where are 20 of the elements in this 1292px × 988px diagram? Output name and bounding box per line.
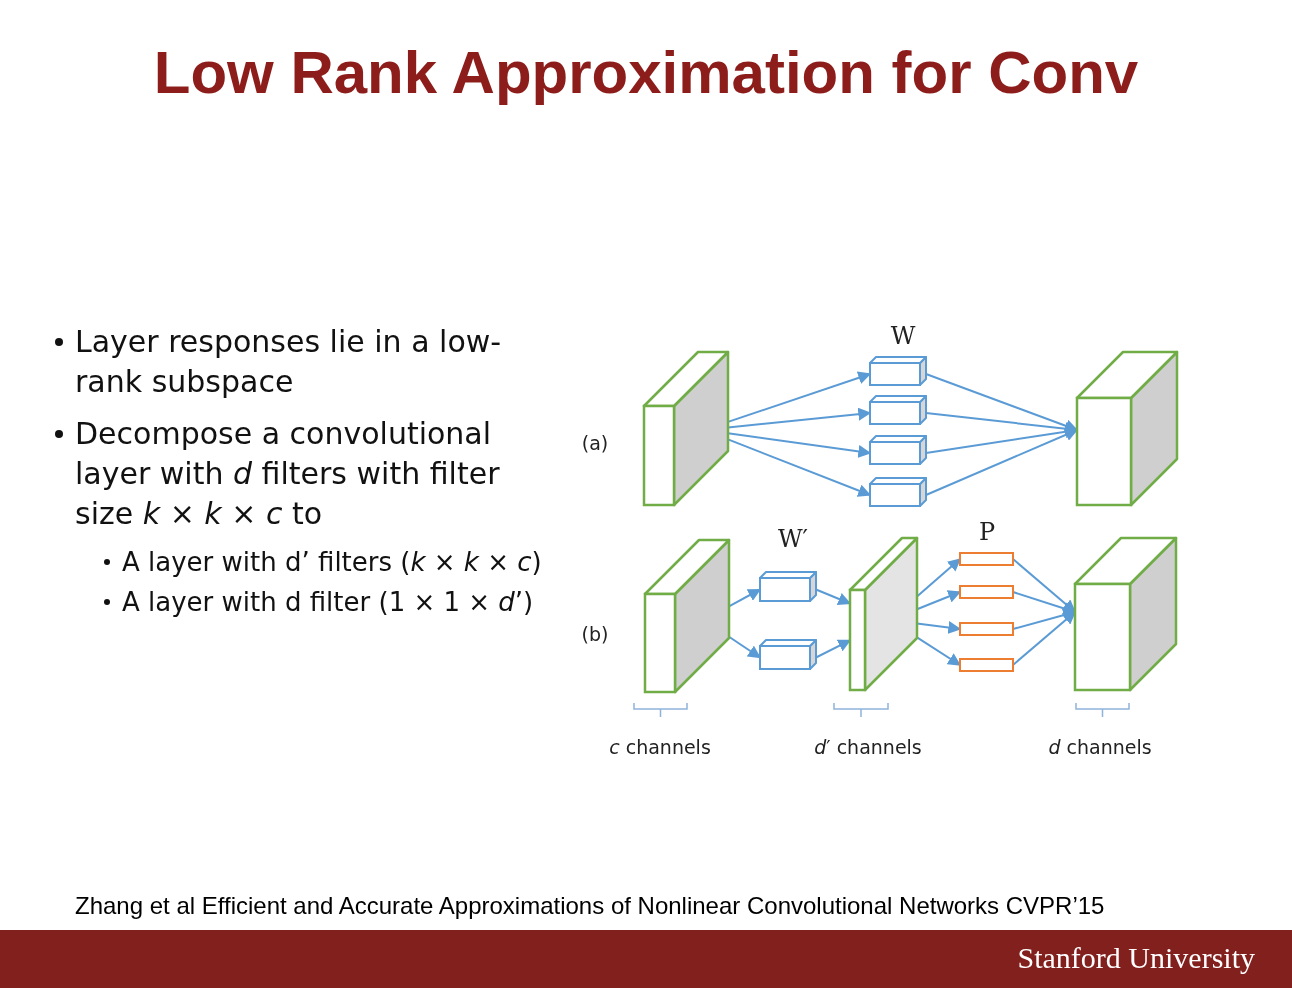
bullet-text: A layer with d filter (1 × 1 × d’) (122, 586, 535, 619)
arrow (1012, 558, 1076, 613)
diagram-label: W′ (777, 525, 809, 553)
diagram-label: (a) (581, 432, 609, 454)
arrow (916, 636, 962, 666)
bullet-text: Decompose a convolutional layer with d filters with filter size k × k × c to (75, 415, 501, 533)
bullet-text: A layer with d’ filters (k × k × c) (122, 546, 543, 579)
arrow (1012, 611, 1076, 666)
citation-text: Zhang et al Efficient and Accurate Approximations of Nonlinear Convolutional Networks CVPR’15 (75, 892, 1105, 920)
diagram-label: d channels (1048, 736, 1152, 758)
diagram-label: c channels (609, 736, 711, 758)
diagram-label: W (890, 322, 916, 350)
diagram-label: P (978, 518, 996, 546)
arrow (815, 639, 852, 659)
diagram-label: d′ channels (814, 736, 922, 758)
bullet-text: Layer responses lie in a low-rank subspace (75, 323, 503, 401)
university-name: Stanford University (1017, 941, 1255, 975)
diagram-label: (b) (581, 623, 609, 645)
arrow (815, 588, 852, 606)
slide-title: Low Rank Approximation for Conv (152, 38, 1140, 107)
